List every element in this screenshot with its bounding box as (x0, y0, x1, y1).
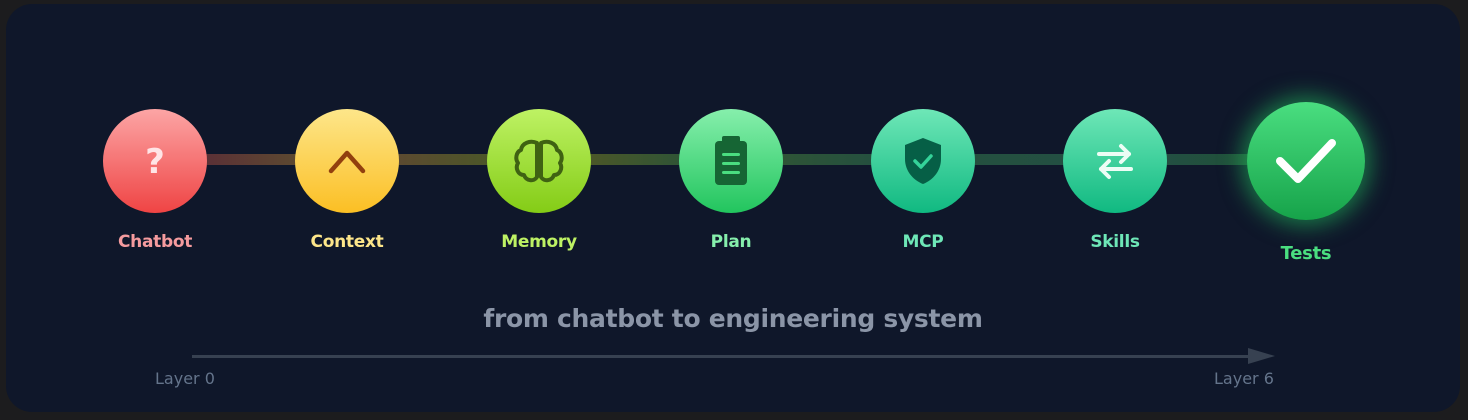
question-mark-icon: ? (145, 142, 165, 181)
layer-axis-arrowhead (1248, 348, 1275, 364)
axis-label-start: Layer 0 (155, 369, 215, 388)
stage-node-context (295, 109, 399, 213)
connector-plan-mcp (780, 154, 878, 165)
connector-context-memory (396, 154, 494, 165)
brain-icon (514, 139, 564, 183)
stage-node-chatbot: ? (103, 109, 207, 213)
connector-skills-tests (1164, 154, 1254, 165)
stage-node-skills (1063, 109, 1167, 213)
axis-label-end: Layer 6 (1214, 369, 1274, 388)
clipboard-list-icon (715, 136, 747, 185)
stage-label-chatbot: Chatbot (117, 232, 193, 252)
stage-node-tests (1247, 102, 1365, 220)
stage-node-plan (679, 109, 783, 213)
stage-label-memory: Memory (501, 232, 577, 252)
shield-check-icon (905, 138, 941, 184)
connector-mcp-skills (972, 154, 1070, 165)
progression-panel: ? Chatbot Context Memory Plan MC (6, 4, 1460, 412)
stage-node-memory (487, 109, 591, 213)
tagline: from chatbot to engineering system (483, 304, 983, 333)
layer-axis-line (192, 355, 1252, 358)
stage-node-mcp (871, 109, 975, 213)
stage-label-skills: Skills (1090, 232, 1140, 252)
stage-label-context: Context (310, 232, 384, 252)
swap-arrows-icon (1097, 144, 1133, 179)
stage-label-mcp: MCP (902, 232, 944, 252)
checkmark-icon (1276, 139, 1336, 183)
chevron-up-icon (328, 150, 366, 174)
stage-label-plan: Plan (710, 232, 752, 252)
svg-text:?: ? (145, 142, 165, 181)
connector-chatbot-context (204, 154, 302, 165)
connector-memory-plan (588, 154, 686, 165)
stage-label-tests: Tests (1280, 243, 1332, 264)
